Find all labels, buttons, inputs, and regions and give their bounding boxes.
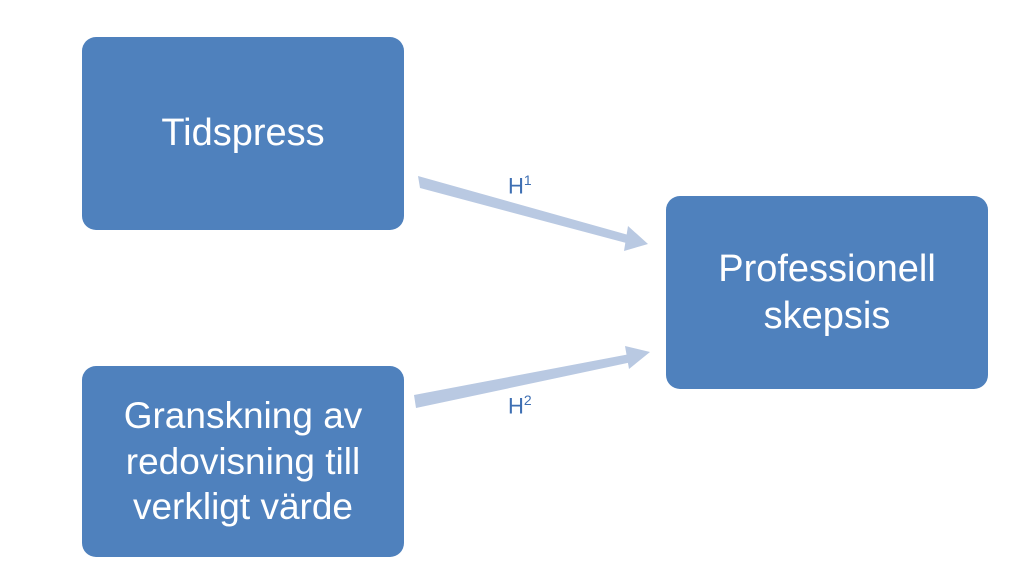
arrow-h2 — [414, 346, 650, 408]
node-professionell-skepsis: Professionell skepsis — [666, 196, 988, 389]
arrow-h1 — [418, 176, 648, 251]
node-granskning: Granskning av redovisning till verkligt … — [82, 366, 404, 557]
edge-label-h2: H2 — [508, 392, 532, 419]
node-tidspress-label: Tidspress — [161, 112, 325, 155]
edge-label-h1-superscript: 1 — [523, 172, 532, 188]
edge-label-h2-superscript: 2 — [523, 392, 532, 408]
arrow-h1-head — [624, 226, 648, 251]
edge-label-h2-base: H — [508, 393, 524, 419]
arrow-h2-head — [625, 346, 650, 369]
arrow-h2-shaft — [414, 354, 632, 408]
arrow-h1-shaft — [418, 176, 632, 244]
node-granskning-label: Granskning av redovisning till verkligt … — [123, 394, 363, 528]
node-tidspress: Tidspress — [82, 37, 404, 230]
edge-label-h1: H1 — [508, 172, 532, 199]
node-professionell-skepsis-label: Professionell skepsis — [718, 248, 936, 337]
edge-label-h1-base: H — [508, 173, 524, 199]
